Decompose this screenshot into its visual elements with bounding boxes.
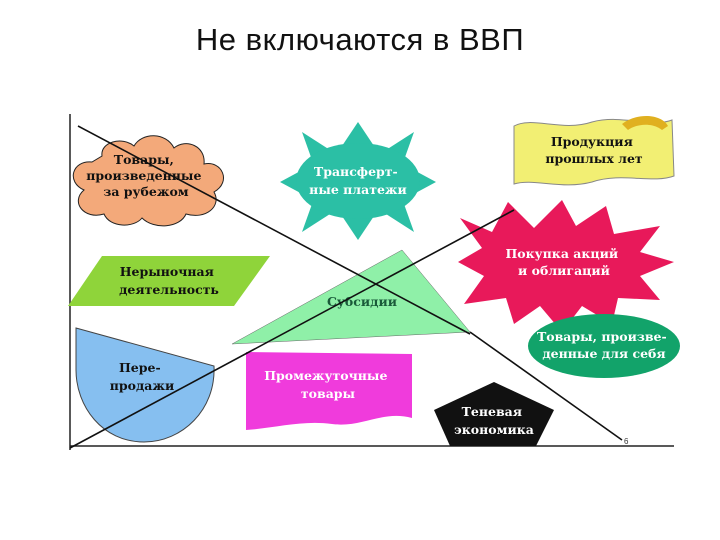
non-market-line-1: Нерыночная [120, 264, 214, 279]
transfers-line-2: ные платежи [309, 182, 407, 197]
resales-label: Пере- продажи [110, 360, 175, 393]
past-years-line-2: прошлых лет [545, 151, 643, 166]
shadow-pentagon: Теневая экономика [434, 382, 554, 446]
own-use-label: Товары, произве- денные для себя [537, 329, 671, 361]
page-number: 6 [624, 437, 629, 446]
past-years-scroll: Продукция прошлых лет [513, 115, 675, 186]
securities-label: Покупка акций и облигаций [505, 246, 622, 278]
sun-core [296, 143, 420, 219]
transfers-label: Трансферт- ные платежи [309, 164, 407, 197]
non-market-label: Нерыночная деятельность [119, 264, 219, 297]
shadow-line-1: Теневая [462, 404, 522, 419]
resales-shape [75, 327, 215, 443]
subsidies-label: Субсидии [327, 294, 397, 309]
own-use-line-1: Товары, произве- [537, 329, 667, 344]
imports-cloud: Товары, произведенные за рубежом [72, 135, 224, 227]
past-years-label: Продукция прошлых лет [545, 134, 643, 166]
non-market-line-2: деятельность [119, 282, 219, 297]
imports-line-1: Товары, [114, 152, 174, 167]
slide-title: Не включаются в ВВП [195, 22, 525, 57]
securities-star: Покупка акций и облигаций [458, 200, 674, 332]
intermediate-line-2: товары [301, 386, 356, 401]
diagram: Товары, произведенные за рубежом Трансфе… [68, 114, 680, 450]
resales-half-circle: Пере- продажи [75, 327, 215, 443]
imports-label: Товары, произведенные за рубежом [86, 152, 206, 199]
own-use-ellipse: Товары, произве- денные для себя [528, 314, 680, 378]
non-market-parallelogram: Нерыночная деятельность [68, 256, 270, 306]
scroll-curl [622, 115, 668, 130]
shadow-label: Теневая экономика [454, 404, 534, 437]
own-use-line-2: денные для себя [542, 346, 665, 361]
securities-line-2: и облигаций [518, 263, 610, 278]
non-market-shape [68, 256, 270, 306]
imports-cloud-shape [72, 135, 224, 227]
own-use-shape [528, 314, 680, 378]
cross-line-2 [69, 209, 515, 449]
securities-line-1: Покупка акций [505, 246, 618, 261]
securities-shape [458, 200, 674, 332]
intermediate-label: Промежуточные товары [264, 368, 392, 401]
shadow-line-2: экономика [454, 422, 534, 437]
imports-line-2: произведенные [86, 168, 201, 183]
transfers-sun: Трансферт- ные платежи [280, 122, 436, 240]
imports-line-3: за рубежом [103, 184, 188, 199]
intermediate-flag: Промежуточные товары [246, 352, 412, 430]
past-years-line-1: Продукция [551, 134, 633, 149]
shadow-shape [434, 382, 554, 446]
intermediate-shape [246, 352, 412, 430]
transfers-line-1: Трансферт- [314, 164, 398, 179]
resales-line-1: Пере- [119, 360, 161, 375]
resales-line-2: продажи [110, 378, 175, 393]
past-years-shape [513, 118, 675, 186]
cross-line-3 [469, 331, 623, 441]
intermediate-line-1: Промежуточные [264, 368, 387, 383]
cross-line-1 [77, 125, 471, 335]
